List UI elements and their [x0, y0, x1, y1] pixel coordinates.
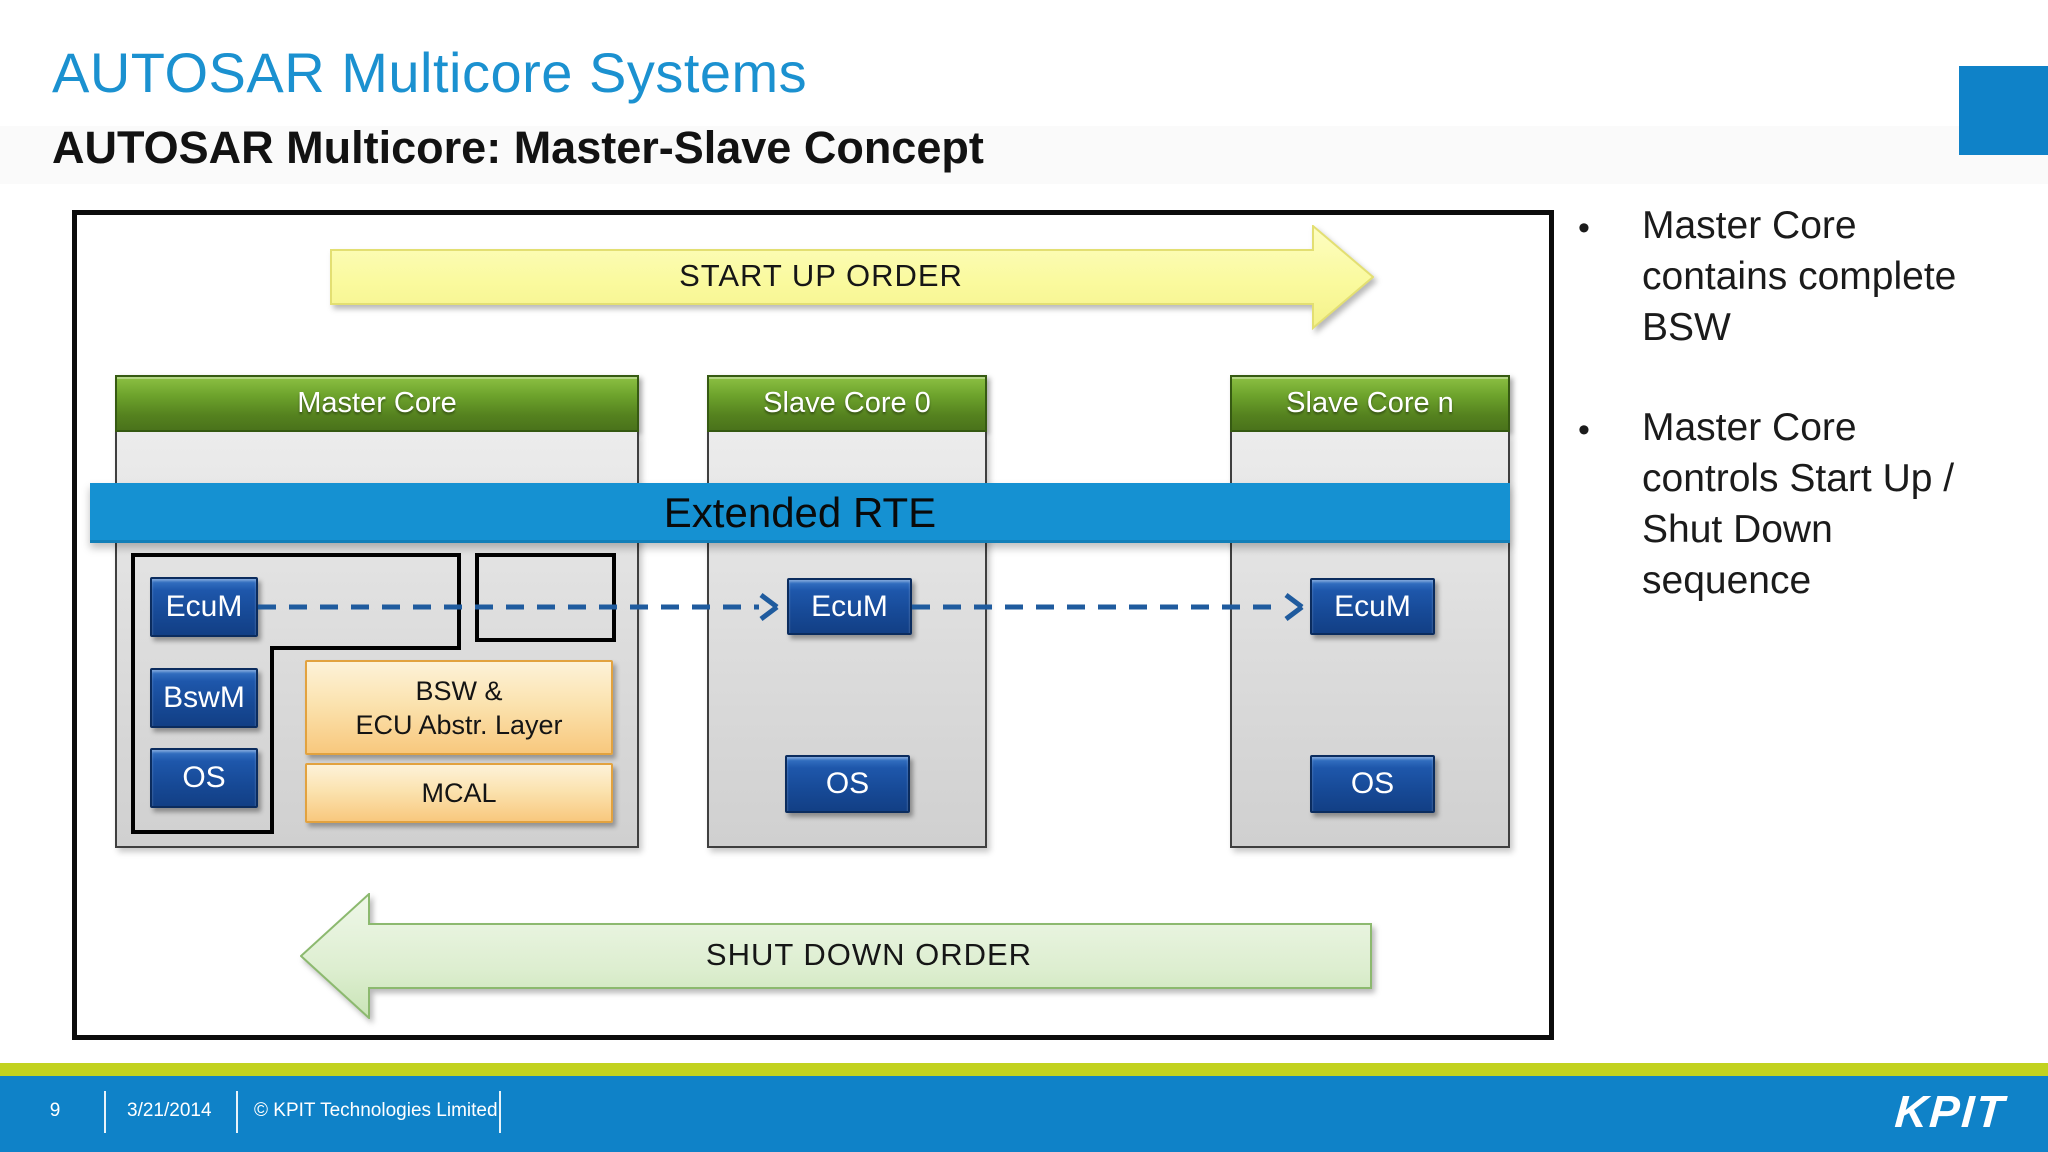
bsw-ecu-abstr-layer-line2: ECU Abstr. Layer	[355, 709, 563, 740]
ecum-box-master: EcuM	[150, 577, 258, 637]
footer-separator	[104, 1091, 106, 1133]
bsw-ecu-abstr-layer-box: BSW & ECU Abstr. Layer	[305, 660, 613, 755]
os-box-slave0: OS	[785, 755, 910, 813]
bullet-dot: •	[1578, 209, 1590, 247]
os-box-slave-n: OS	[1310, 755, 1435, 813]
footer-separator	[236, 1091, 238, 1133]
subtitle-background-band	[0, 126, 2048, 184]
footer-page-number: 9	[49, 1100, 61, 1121]
footer-date: 3/21/2014	[127, 1100, 212, 1121]
kpit-logo: KPIT	[1893, 1086, 2008, 1137]
slide-title: AUTOSAR Multicore Systems	[52, 41, 808, 104]
startup-arrow	[330, 225, 1374, 331]
startup-arrow-shape	[330, 225, 1374, 331]
extended-rte-label: Extended RTE	[663, 489, 937, 536]
mcal-box: MCAL	[305, 763, 613, 823]
footer-copyright: © KPIT Technologies Limited	[254, 1100, 498, 1121]
startup-arrow-label: START UP ORDER	[679, 258, 963, 293]
ecum-box-slave-n: EcuM	[1310, 578, 1435, 635]
slide-subtitle: AUTOSAR Multicore: Master-Slave Concept	[52, 122, 984, 173]
slave-core-n-header: Slave Core n	[1230, 375, 1510, 432]
corner-accent-square	[1959, 66, 2048, 155]
master-core-header: Master Core	[115, 375, 639, 432]
bsw-ecu-abstr-layer-line1: BSW &	[415, 675, 503, 706]
footer-separator	[499, 1091, 501, 1133]
os-box-master: OS	[150, 748, 258, 808]
bullet-dot: •	[1578, 411, 1590, 449]
ecum-box-slave0: EcuM	[787, 578, 912, 635]
footer-accent-bar	[0, 1063, 2048, 1076]
bswm-box-master: BswM	[150, 668, 258, 728]
footer-bar	[0, 1076, 2048, 1152]
extended-rte-band: Extended RTE	[90, 483, 1510, 543]
slave-core-0-header: Slave Core 0	[707, 375, 987, 432]
shutdown-arrow-shape	[300, 893, 1372, 1019]
diagram-frame: START UP ORDER SHUT DOWN ORDER Master Co…	[72, 210, 1554, 1040]
shutdown-arrow-label: SHUT DOWN ORDER	[705, 937, 1033, 972]
shutdown-arrow	[300, 893, 1372, 1019]
